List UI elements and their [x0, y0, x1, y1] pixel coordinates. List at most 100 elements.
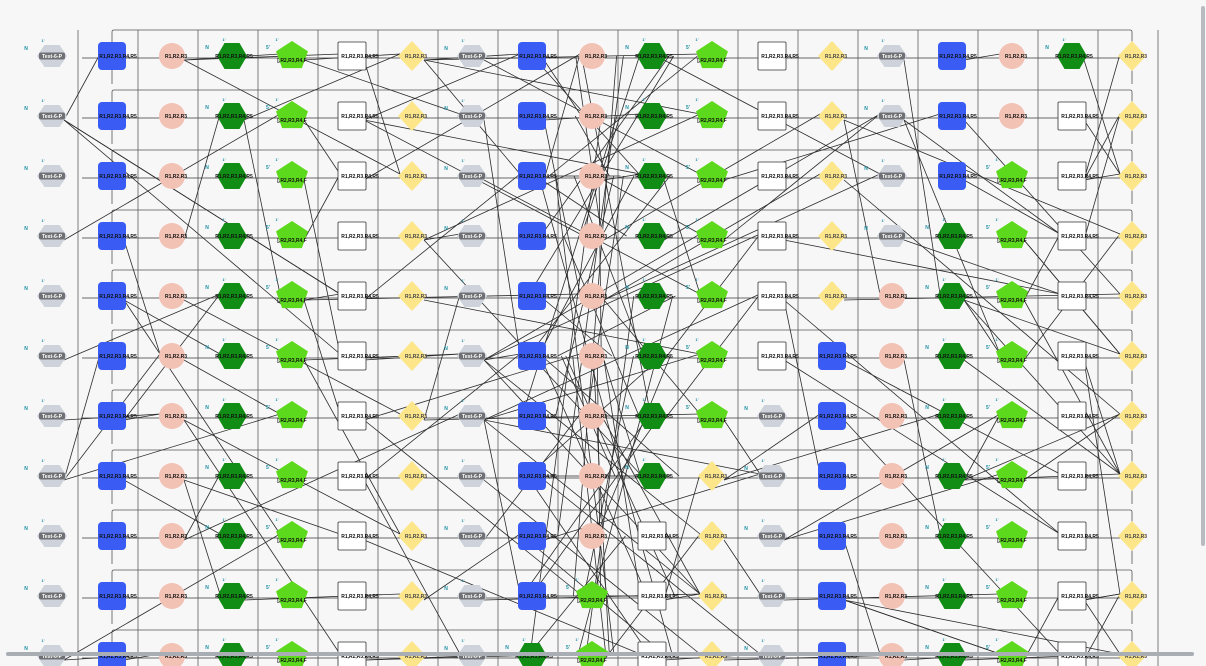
lime-pentagon-node-r2-c16[interactable]: [,R2,R3,R4,F5'1'	[986, 157, 1028, 189]
lime-pentagon-node-r3-c11[interactable]: [,R2,R3,R4,F5'1'	[686, 217, 728, 249]
blue-receptor-node-r1-c8[interactable]: R1,R2,R3,R4,R5	[518, 102, 557, 130]
blue-receptor-node-r8-c1[interactable]: R1,R2,R3,R4,R5	[98, 522, 137, 550]
lime-pentagon-node-r8-c16[interactable]: [,R2,R3,R4,F5'1'	[986, 517, 1028, 549]
test-node-r0-c0[interactable]: Test-6-PN1'	[24, 38, 67, 67]
yellow-diamond-node-r3-c18[interactable]: R1,R2,R3	[1118, 221, 1147, 251]
blue-receptor-node-r9-c8[interactable]: R1,R2,R3,R4,R5	[518, 582, 557, 610]
salmon-circle-node-r7-c2[interactable]: R1,R2,R3	[159, 463, 187, 489]
lime-pentagon-node-r2-c11[interactable]: [,R2,R3,R4,F5'1'	[686, 157, 728, 189]
white-receptor-node-r5-c17[interactable]: R1,R2,R3,R4,R5	[1057, 341, 1099, 371]
yellow-diamond-node-r4-c13[interactable]: R1,R2,R3	[818, 281, 847, 311]
test-node-r6-c0[interactable]: Test-6-PN1'	[24, 398, 67, 427]
yellow-diamond-node-r2-c13[interactable]: R1,R2,R3	[818, 161, 847, 191]
salmon-circle-node-r9-c14[interactable]: R1,R2,R3	[879, 583, 907, 609]
lime-pentagon-node-r5-c11[interactable]: [,R2,R3,R4,F5'1'	[686, 337, 728, 369]
test-node-r3-c0[interactable]: Test-6-PN1'	[24, 218, 67, 247]
white-receptor-node-r2-c12[interactable]: R1,R2,R3,R4,R5	[757, 161, 799, 191]
salmon-circle-node-r1-c9[interactable]: R1,R2,R3	[579, 103, 607, 129]
test-node-r7-c0[interactable]: Test-6-PN1'	[24, 458, 67, 487]
salmon-circle-node-r4-c2[interactable]: R1,R2,R3	[159, 283, 187, 309]
salmon-circle-node-r7-c14[interactable]: R1,R2,R3	[879, 463, 907, 489]
yellow-diamond-node-r8-c11[interactable]: R1,R2,R3	[698, 521, 727, 551]
lime-pentagon-node-r3-c16[interactable]: [,R2,R3,R4,F5'1'	[986, 217, 1028, 249]
white-receptor-node-r9-c5[interactable]: R1,R2,R3,R4,R5	[337, 581, 379, 611]
test-node-r2-c7[interactable]: Test-6-PN1'	[444, 158, 487, 187]
yellow-diamond-node-r9-c18[interactable]: R1,R2,R3	[1118, 581, 1147, 611]
lime-pentagon-node-r8-c4[interactable]: [,R2,R3,R4,F5'1'	[266, 517, 308, 549]
test-node-r8-c0[interactable]: Test-6-PN1'	[24, 518, 67, 547]
yellow-diamond-node-r9-c11[interactable]: R1,R2,R3	[698, 581, 727, 611]
white-receptor-node-r7-c17[interactable]: R1,R2,R3,R4,R5	[1057, 461, 1099, 491]
yellow-diamond-node-r7-c11[interactable]: R1,R2,R3	[698, 461, 727, 491]
blue-receptor-node-r2-c1[interactable]: R1,R2,R3,R4,R5	[98, 162, 137, 190]
test-node-r1-c0[interactable]: Test-6-PN1'	[24, 98, 67, 127]
blue-receptor-node-r1-c1[interactable]: R1,R2,R3,R4,R5	[98, 102, 137, 130]
lime-pentagon-node-r6-c16[interactable]: [,R2,R3,R4,F5'1'	[986, 397, 1028, 429]
lime-pentagon-node-r4-c11[interactable]: [,R2,R3,R4,F5'1'	[686, 277, 728, 309]
lime-pentagon-node-r7-c16[interactable]: [,R2,R3,R4,F5'1'	[986, 457, 1028, 489]
yellow-diamond-node-r0-c6[interactable]: R1,R2,R3	[398, 41, 427, 71]
test-node-r9-c12[interactable]: Test-6-PN1'	[744, 578, 787, 607]
blue-receptor-node-r4-c1[interactable]: R1,R2,R3,R4,R5	[98, 282, 137, 310]
blue-receptor-node-r0-c8[interactable]: R1,R2,R3,R4,R5	[518, 42, 557, 70]
blue-receptor-node-r5-c8[interactable]: R1,R2,R3,R4,R5	[518, 342, 557, 370]
salmon-circle-node-r5-c2[interactable]: R1,R2,R3	[159, 343, 187, 369]
lime-pentagon-node-r2-c4[interactable]: [,R2,R3,R4,F5'1'	[266, 157, 308, 189]
blue-receptor-node-r5-c13[interactable]: R1,R2,R3,R4,R5	[818, 342, 857, 370]
white-receptor-node-r4-c12[interactable]: R1,R2,R3,R4,R5	[757, 281, 799, 311]
yellow-diamond-node-r3-c6[interactable]: R1,R2,R3	[398, 221, 427, 251]
lime-pentagon-node-r0-c4[interactable]: [,R2,R3,R4,F5'1'	[266, 37, 308, 69]
salmon-circle-node-r2-c2[interactable]: R1,R2,R3	[159, 163, 187, 189]
test-node-r0-c14[interactable]: Test-6-PN1'	[864, 38, 907, 67]
lime-pentagon-node-r5-c16[interactable]: [,R2,R3,R4,F5'1'	[986, 337, 1028, 369]
yellow-diamond-node-r2-c6[interactable]: R1,R2,R3	[398, 161, 427, 191]
test-node-r5-c7[interactable]: Test-6-PN1'	[444, 338, 487, 367]
salmon-circle-node-r3-c9[interactable]: R1,R2,R3	[579, 223, 607, 249]
blue-receptor-node-r7-c1[interactable]: R1,R2,R3,R4,R5	[98, 462, 137, 490]
yellow-diamond-node-r6-c18[interactable]: R1,R2,R3	[1118, 401, 1147, 431]
lime-pentagon-node-r6-c4[interactable]: [,R2,R3,R4,F5'1'	[266, 397, 308, 429]
blue-receptor-node-r3-c1[interactable]: R1,R2,R3,R4,R5	[98, 222, 137, 250]
test-node-r7-c12[interactable]: Test-6-PN1'	[744, 458, 787, 487]
salmon-circle-node-r4-c9[interactable]: R1,R2,R3	[579, 283, 607, 309]
test-node-r4-c7[interactable]: Test-6-PN1'	[444, 278, 487, 307]
salmon-circle-node-r9-c2[interactable]: R1,R2,R3	[159, 583, 187, 609]
salmon-circle-node-r0-c16[interactable]: R1,R2,R3	[999, 43, 1027, 69]
test-node-r5-c0[interactable]: Test-6-PN1'	[24, 338, 67, 367]
blue-receptor-node-r4-c8[interactable]: R1,R2,R3,R4,R5	[518, 282, 557, 310]
white-receptor-node-r2-c5[interactable]: R1,R2,R3,R4,R5	[337, 161, 379, 191]
test-node-r3-c7[interactable]: Test-6-PN1'	[444, 218, 487, 247]
lime-pentagon-node-r9-c4[interactable]: [,R2,R3,R4,F5'1'	[266, 577, 308, 609]
test-node-r2-c0[interactable]: Test-6-PN1'	[24, 158, 67, 187]
white-receptor-node-r8-c5[interactable]: R1,R2,R3,R4,R5	[337, 521, 379, 551]
white-receptor-node-r3-c5[interactable]: R1,R2,R3,R4,R5	[337, 221, 379, 251]
salmon-circle-node-r0-c2[interactable]: R1,R2,R3	[159, 43, 187, 69]
yellow-diamond-node-r4-c6[interactable]: R1,R2,R3	[398, 281, 427, 311]
salmon-circle-node-r8-c9[interactable]: R1,R2,R3	[579, 523, 607, 549]
white-receptor-node-r6-c5[interactable]: R1,R2,R3,R4,R5	[337, 401, 379, 431]
yellow-diamond-node-r3-c13[interactable]: R1,R2,R3	[818, 221, 847, 251]
white-receptor-node-r2-c17[interactable]: R1,R2,R3,R4,R5	[1057, 161, 1099, 191]
salmon-circle-node-r5-c9[interactable]: R1,R2,R3	[579, 343, 607, 369]
lime-pentagon-node-r5-c4[interactable]: [,R2,R3,R4,F5'1'	[266, 337, 308, 369]
white-receptor-node-r5-c5[interactable]: R1,R2,R3,R4,R5	[337, 341, 379, 371]
salmon-circle-node-r3-c2[interactable]: R1,R2,R3	[159, 223, 187, 249]
lime-pentagon-node-r1-c4[interactable]: [,R2,R3,R4,F5'1'	[266, 97, 308, 129]
yellow-diamond-node-r7-c18[interactable]: R1,R2,R3	[1118, 461, 1147, 491]
white-receptor-node-r4-c5[interactable]: R1,R2,R3,R4,R5	[337, 281, 379, 311]
blue-receptor-node-r1-c15[interactable]: R1,R2,R3,R4,R5	[938, 102, 977, 130]
test-node-r8-c7[interactable]: Test-6-PN1'	[444, 518, 487, 547]
white-receptor-node-r3-c17[interactable]: R1,R2,R3,R4,R5	[1057, 221, 1099, 251]
blue-receptor-node-r0-c15[interactable]: R1,R2,R3,R4,R5	[938, 42, 977, 70]
test-node-r7-c7[interactable]: Test-6-PN1'	[444, 458, 487, 487]
salmon-circle-node-r1-c2[interactable]: R1,R2,R3	[159, 103, 187, 129]
white-receptor-node-r6-c17[interactable]: R1,R2,R3,R4,R5	[1057, 401, 1099, 431]
